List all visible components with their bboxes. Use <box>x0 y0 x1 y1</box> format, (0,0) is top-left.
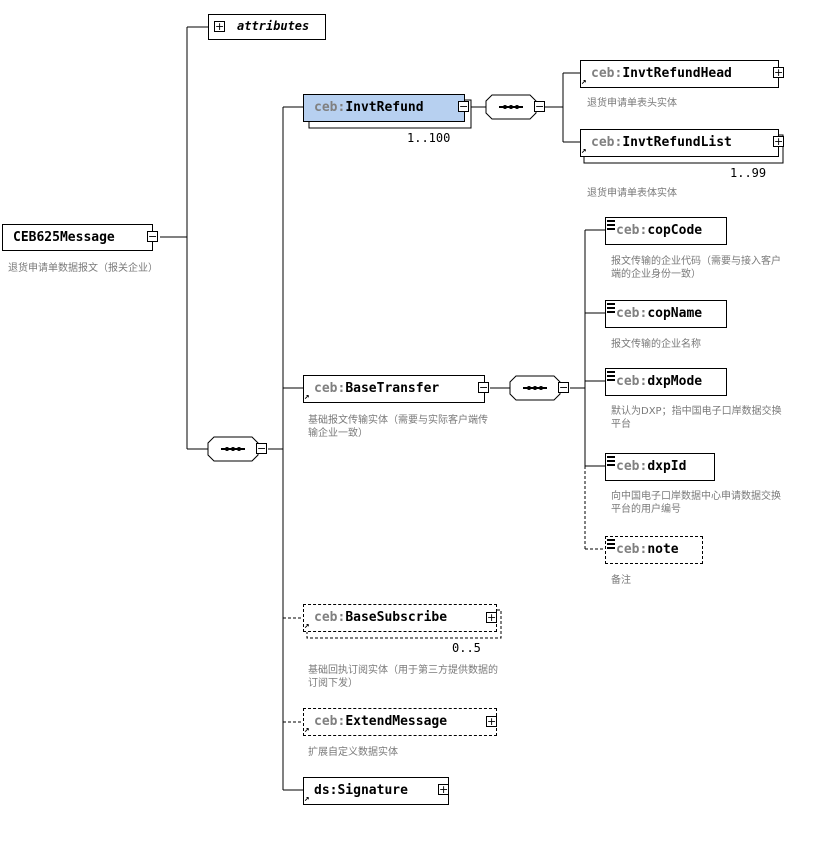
dxp-mode-prefix: ceb: <box>616 374 648 389</box>
dxp-id-documentation: 向中国电子口岸数据中心申请数据交换平台的用户编号 <box>611 491 781 515</box>
root-element-label: CEB625Message <box>13 230 115 245</box>
extend-message-expand-icon[interactable]: + <box>486 715 497 728</box>
cop-name-label: copName <box>647 306 703 321</box>
base-transfer-prefix: ceb: <box>314 381 346 396</box>
invt-refund-head-expand-icon[interactable]: + <box>773 66 784 79</box>
attributes-label: attributes <box>237 19 310 33</box>
root-documentation: 退货申请单数据报文（报关企业） <box>8 263 158 274</box>
attributes-box[interactable]: attributes <box>208 14 326 40</box>
element-base-subscribe[interactable]: ceb:BaseSubscribe <box>303 604 497 632</box>
ref-arrow-icon: ↗ <box>581 77 587 87</box>
simple-type-icon <box>607 371 615 381</box>
element-cop-name[interactable]: ceb:copName <box>605 300 727 328</box>
element-cop-code[interactable]: ceb:copCode <box>605 217 727 245</box>
invt-refund-head-prefix: ceb: <box>591 66 623 81</box>
extend-message-prefix: ceb: <box>314 714 346 729</box>
outer-sequence-collapse-icon[interactable]: − <box>256 442 267 455</box>
note-prefix: ceb: <box>616 542 648 557</box>
attributes-expand-icon[interactable]: + <box>214 20 225 33</box>
refund-sequence-collapse-icon[interactable]: − <box>534 100 545 113</box>
base-transfer-documentation: 基础报文传输实体（需要与实际客户端传输企业一致） <box>308 415 488 439</box>
base-subscribe-documentation: 基础回执订阅实体（用于第三方提供数据的订阅下发） <box>308 665 498 689</box>
cop-code-documentation: 报文传输的企业代码（需要与接入客户端的企业身份一致） <box>611 256 781 280</box>
simple-type-icon <box>607 220 615 230</box>
base-subscribe-expand-icon[interactable]: + <box>486 611 497 624</box>
dxp-mode-documentation: 默认为DXP；指中国电子口岸数据交换平台 <box>611 406 782 430</box>
extend-message-label: ExtendMessage <box>345 714 448 729</box>
signature-prefix: ds: <box>314 783 338 798</box>
invt-refund-list-prefix: ceb: <box>591 135 623 150</box>
ref-arrow-icon: ↗ <box>304 392 310 402</box>
element-extend-message[interactable]: ceb:ExtendMessage <box>303 708 497 736</box>
simple-type-icon <box>607 456 615 466</box>
root-element-ceb625message[interactable]: CEB625Message <box>2 224 153 251</box>
invt-refund-prefix: ceb: <box>314 100 346 115</box>
element-invt-refund-head[interactable]: ceb:InvtRefundHead <box>580 60 779 88</box>
cop-code-label: copCode <box>647 223 703 238</box>
dxp-mode-label: dxpMode <box>647 374 703 389</box>
base-transfer-label: BaseTransfer <box>345 381 440 396</box>
ref-arrow-icon: ↗ <box>304 725 310 735</box>
cop-name-prefix: ceb: <box>616 306 648 321</box>
element-invt-refund[interactable]: ceb:InvtRefund <box>303 94 465 122</box>
ref-arrow-icon: ↗ <box>304 621 310 631</box>
base-subscribe-label: BaseSubscribe <box>345 610 448 625</box>
cop-name-documentation: 报文传输的企业名称 <box>611 339 701 350</box>
element-dxp-mode[interactable]: ceb:dxpMode <box>605 368 727 396</box>
base-subscribe-prefix: ceb: <box>314 610 346 625</box>
note-documentation: 备注 <box>611 575 631 586</box>
dxp-id-label: dxpId <box>647 459 687 474</box>
base-subscribe-cardinality: 0..5 <box>452 641 481 655</box>
element-signature[interactable]: ds:Signature <box>303 777 449 805</box>
signature-expand-icon[interactable]: + <box>438 783 449 796</box>
invt-refund-list-cardinality: 1..99 <box>730 166 767 180</box>
note-label: note <box>647 542 679 557</box>
dxp-id-prefix: ceb: <box>616 459 648 474</box>
cop-code-prefix: ceb: <box>616 223 648 238</box>
invt-refund-head-documentation: 退货申请单表头实体 <box>587 98 677 109</box>
root-collapse-icon[interactable]: − <box>147 230 158 243</box>
element-note[interactable]: ceb:note <box>605 536 703 564</box>
invt-refund-head-label: InvtRefundHead <box>622 66 732 81</box>
invt-refund-list-label: InvtRefundList <box>622 135 732 150</box>
ref-arrow-icon: ↗ <box>581 146 587 156</box>
transfer-sequence-collapse-icon[interactable]: − <box>558 381 569 394</box>
invt-refund-cardinality: 1..100 <box>407 131 451 145</box>
invt-refund-collapse-icon[interactable]: − <box>458 100 469 113</box>
ref-arrow-icon: ↗ <box>304 794 310 804</box>
simple-type-icon <box>607 303 615 313</box>
invt-refund-label: InvtRefund <box>345 100 424 115</box>
signature-label: Signature <box>337 783 408 798</box>
base-transfer-collapse-icon[interactable]: − <box>478 381 489 394</box>
simple-type-icon <box>607 539 615 549</box>
extend-message-documentation: 扩展自定义数据实体 <box>308 747 398 758</box>
element-dxp-id[interactable]: ceb:dxpId <box>605 453 715 481</box>
element-base-transfer[interactable]: ceb:BaseTransfer <box>303 375 485 403</box>
invt-refund-list-expand-icon[interactable]: + <box>773 135 784 148</box>
invt-refund-list-documentation: 退货申请单表体实体 <box>587 188 677 199</box>
element-invt-refund-list[interactable]: ceb:InvtRefundList <box>580 129 779 157</box>
